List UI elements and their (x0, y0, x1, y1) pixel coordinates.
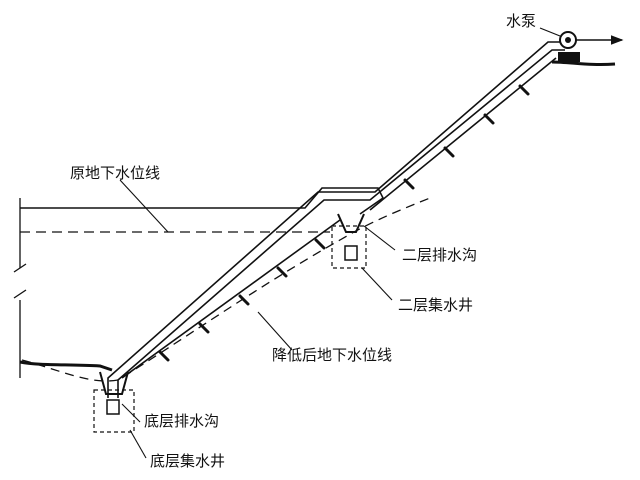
second-layer-pump-inlet (344, 245, 358, 261)
left-boundary (13, 198, 27, 378)
pump-icon (558, 31, 624, 62)
drain-pipe (107, 41, 565, 398)
excavation-slopes (121, 57, 557, 379)
original-ground-line (20, 187, 385, 215)
lowered-water-table-label: 降低后地下水位线 (272, 346, 393, 364)
lowered-water-table-line (21, 197, 431, 382)
second-layer-well-box (331, 225, 367, 269)
pump-label: 水泵 (506, 12, 537, 30)
bottom-well-box (93, 389, 135, 433)
original-water-table-label: 原地下水位线 (70, 164, 161, 182)
bottom-well-label: 底层集水井 (150, 452, 226, 470)
ground-surface-bottom (19, 360, 113, 372)
bottom-ditch-shape (99, 371, 129, 395)
second-layer-ditch-label: 二层排水沟 (402, 246, 478, 264)
second-layer-ditch-shape (337, 213, 365, 233)
bottom-ditch-label: 底层排水沟 (144, 412, 220, 430)
ground-surface-top (551, 60, 616, 67)
leader-lines (119, 27, 561, 459)
soil-hatching (158, 84, 530, 362)
second-layer-well-label: 二层集水井 (398, 296, 474, 314)
bottom-pump-inlet (106, 399, 120, 415)
